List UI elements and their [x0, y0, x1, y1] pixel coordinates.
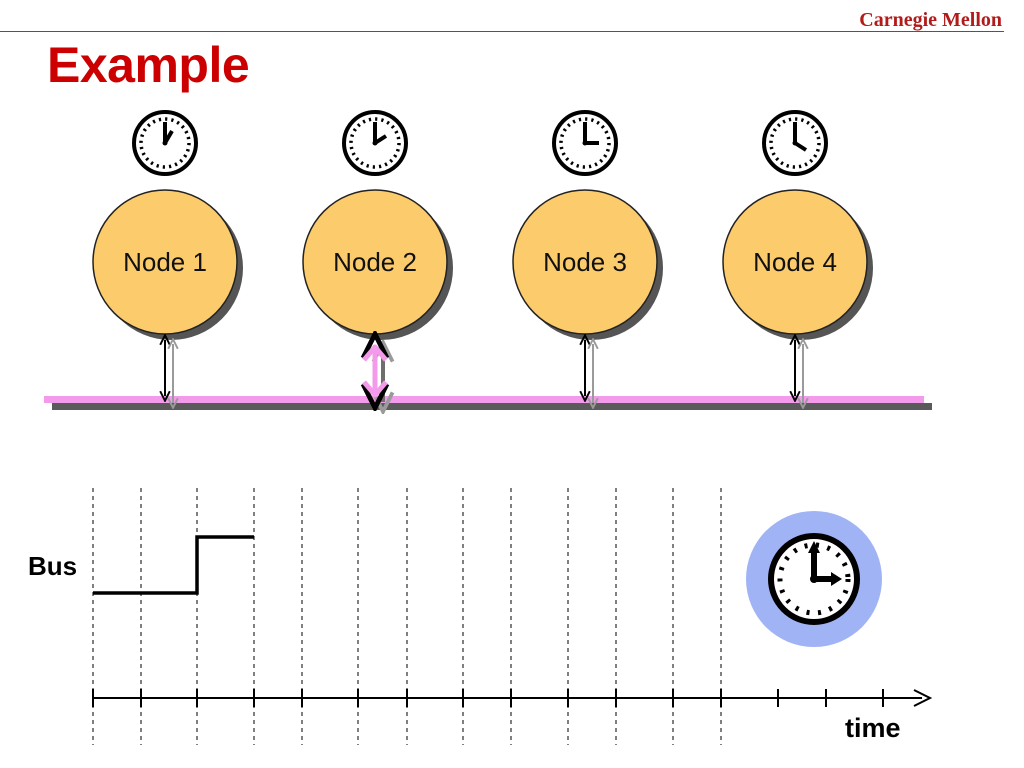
global-clock-icon [746, 511, 882, 647]
node-2-label: Node 2 [333, 247, 417, 277]
node-1 [92, 110, 243, 403]
bus-signal-label: Bus [28, 551, 78, 581]
shared-bus-line [44, 396, 924, 403]
header-rule [0, 31, 1004, 32]
node-3-label: Node 3 [543, 247, 627, 277]
slide-title: Example [47, 37, 250, 93]
node-4-label: Node 4 [753, 247, 837, 277]
clock-icon [342, 110, 408, 176]
time-axis-label: time [845, 713, 901, 743]
bus-signal-waveform [93, 535, 254, 595]
node-4 [722, 110, 873, 403]
time-axis [92, 689, 933, 707]
clock-icon [552, 110, 618, 176]
node-3 [512, 110, 663, 403]
node-1-label: Node 1 [123, 247, 207, 277]
time-axis-arrow-icon [913, 689, 933, 707]
bus-line-shadow [52, 403, 932, 410]
clock-icon [132, 110, 198, 176]
university-logo-text: Carnegie Mellon [859, 9, 1002, 31]
clock-icon [762, 110, 828, 176]
time-slot-dividers [92, 488, 722, 745]
node-2 [302, 110, 453, 402]
time-axis-ticks [92, 689, 884, 707]
transmit-arrow-heads [362, 344, 388, 398]
